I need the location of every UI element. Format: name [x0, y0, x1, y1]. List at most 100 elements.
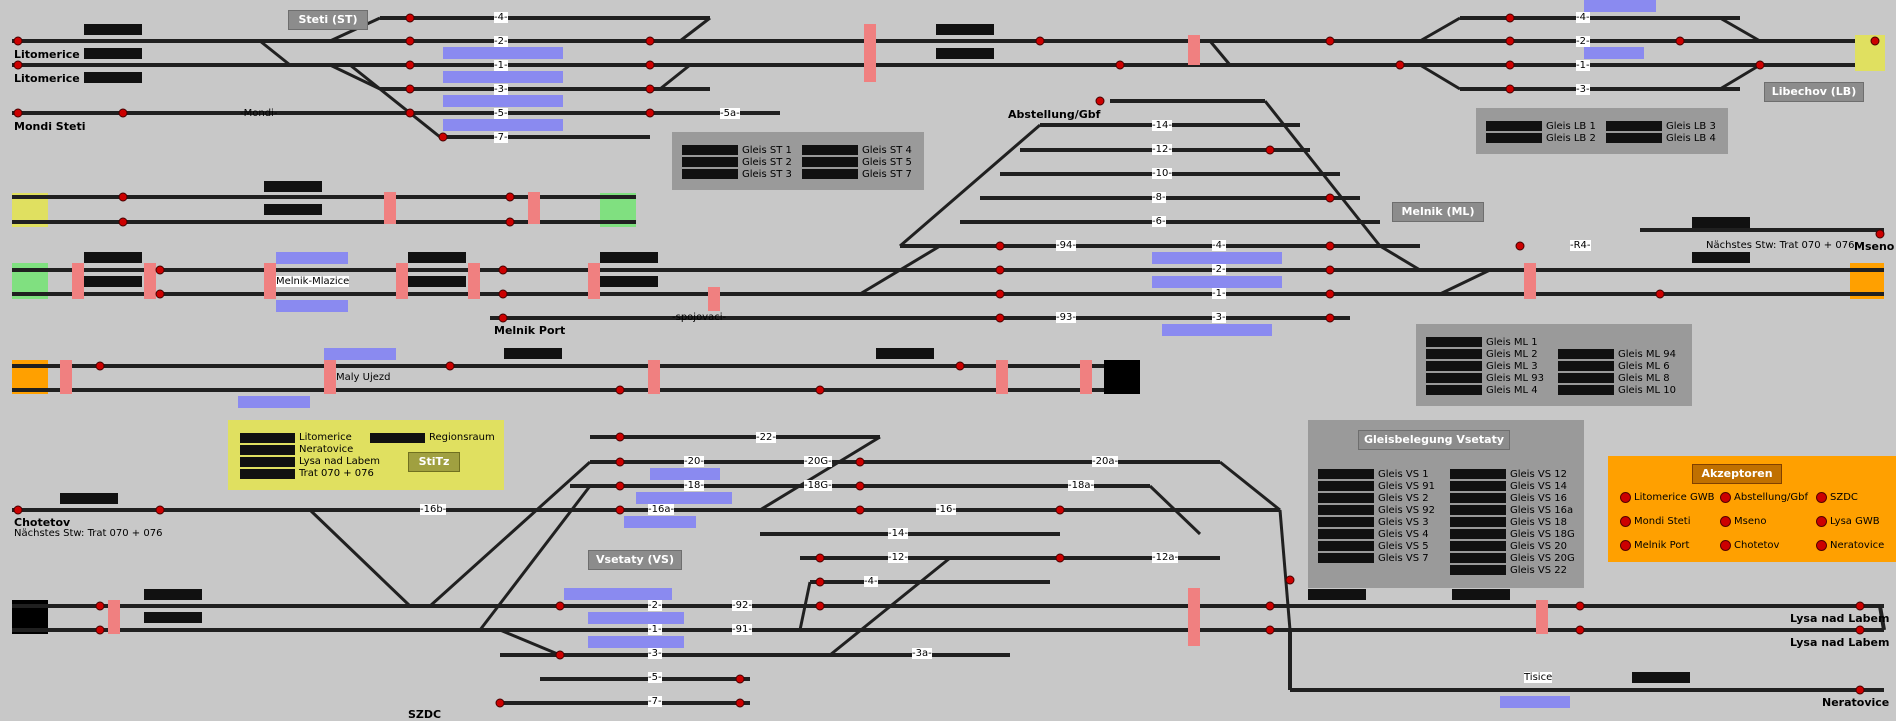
station-chotetov: Chotetov: [14, 516, 71, 529]
track-label: -2-: [494, 36, 508, 47]
panel-stitz: Litomerice Neratovice Lysa nad Labem Tra…: [228, 420, 504, 490]
lamp: [1486, 121, 1542, 131]
stitz-title[interactable]: StiTz: [408, 452, 460, 472]
stitz-region-label[interactable]: Regionsraum: [429, 432, 495, 443]
stitz-item-label[interactable]: Trat 070 + 076: [299, 468, 374, 479]
station-melnik-mlazice: Melnik-Mlazice: [276, 276, 350, 287]
lamp: [1426, 361, 1482, 371]
lamp: [240, 432, 295, 443]
gleis-label[interactable]: Gleis VS 4: [1378, 528, 1429, 540]
gleis-label[interactable]: Gleis ST 4: [862, 144, 912, 156]
gleis-label[interactable]: Gleis VS 16a: [1510, 504, 1574, 516]
acceptor-indicator[interactable]: [1816, 492, 1827, 503]
area-title-steti[interactable]: Steti (ST): [288, 10, 368, 30]
lamp: [1558, 361, 1614, 371]
track-label: -3a-: [912, 648, 932, 659]
gleis-label[interactable]: Gleis ML 10: [1618, 384, 1676, 396]
gleis-label[interactable]: Gleis VS 1: [1378, 468, 1429, 480]
lamp: [802, 169, 858, 179]
area-title-libechov[interactable]: Libechov (LB): [1764, 82, 1864, 102]
acceptor-label: Chotetov: [1734, 540, 1780, 551]
acceptor-indicator[interactable]: [1720, 516, 1731, 527]
station-lysa-1: Lysa nad Labem: [1790, 612, 1890, 625]
lamp: [1426, 385, 1482, 395]
gleis-label[interactable]: Gleis VS 91: [1378, 480, 1435, 492]
lamp: [1450, 481, 1506, 491]
gleis-label[interactable]: Gleis ML 2: [1486, 348, 1538, 360]
gleis-label[interactable]: Gleis ML 3: [1486, 360, 1538, 372]
gleis-label[interactable]: Gleis VS 3: [1378, 516, 1429, 528]
lamp: [1318, 493, 1374, 503]
acceptor-indicator[interactable]: [1816, 540, 1827, 551]
track-label: -1-: [1212, 288, 1226, 299]
area-title-vsetaty[interactable]: Vsetaty (VS): [588, 550, 682, 570]
switch-diagonals: [259, 16, 1761, 657]
track-label: -2-: [648, 600, 662, 611]
lamp: [682, 157, 738, 167]
track-label: -12-: [1152, 144, 1172, 155]
area-title-melnik[interactable]: Melnik (ML): [1392, 202, 1484, 222]
track-label: -18a-: [1068, 480, 1095, 491]
track-label: -1-: [648, 624, 662, 635]
gleis-label[interactable]: Gleis VS 2: [1378, 492, 1429, 504]
stitz-item-label[interactable]: Neratovice: [299, 444, 354, 455]
track-label: -R4-: [1570, 240, 1591, 251]
gleis-label[interactable]: Gleis VS 14: [1510, 480, 1567, 492]
gleis-label[interactable]: Gleis LB 1: [1546, 120, 1596, 132]
gleis-label[interactable]: Gleis VS 18G: [1510, 528, 1575, 540]
gleis-label[interactable]: Gleis VS 22: [1510, 564, 1567, 576]
gleis-label[interactable]: Gleis VS 7: [1378, 552, 1429, 564]
gleis-label[interactable]: Gleis VS 5: [1378, 540, 1429, 552]
next-interlocking-right: Nächstes Stw: Trat 070 + 076: [1706, 240, 1855, 251]
gleis-label[interactable]: Gleis ST 3: [742, 168, 792, 180]
acceptor-indicator[interactable]: [1816, 516, 1827, 527]
station-neratovice: Neratovice: [1822, 696, 1890, 709]
acceptor-indicator[interactable]: [1620, 540, 1631, 551]
gleis-label[interactable]: Gleis LB 3: [1666, 120, 1716, 132]
acceptor-label: Mondi Steti: [1634, 516, 1691, 527]
gleis-label[interactable]: Gleis ML 6: [1618, 360, 1670, 372]
lamp: [802, 145, 858, 155]
track-label: -7-: [494, 132, 508, 143]
gleis-label[interactable]: Gleis ML 93: [1486, 372, 1544, 384]
gleis-label[interactable]: Gleis ST 7: [862, 168, 912, 180]
acceptor-label: Abstellung/Gbf: [1734, 492, 1809, 503]
track-label: -20a-: [1092, 456, 1119, 467]
stitz-item-label[interactable]: Lysa nad Labem: [299, 456, 381, 467]
gleis-label[interactable]: Gleis VS 20G: [1510, 552, 1575, 564]
signals[interactable]: [13, 13, 1885, 708]
gleis-label[interactable]: Gleis ML 8: [1618, 372, 1670, 384]
endpoint-ujezd-black[interactable]: [1104, 360, 1140, 394]
station-maly-ujezd: Maly Ujezd: [336, 372, 391, 383]
gleis-label[interactable]: Gleis ST 5: [862, 156, 912, 168]
acceptor-indicator[interactable]: [1720, 492, 1731, 503]
stitz-item-label[interactable]: Litomerice: [299, 432, 352, 443]
gleis-label[interactable]: Gleis ML 1: [1486, 336, 1538, 348]
gleis-label[interactable]: Gleis ML 4: [1486, 384, 1538, 396]
endpoint-litomerice[interactable]: [1855, 35, 1885, 71]
gleis-label[interactable]: Gleis VS 12: [1510, 468, 1567, 480]
gleis-label[interactable]: Gleis LB 4: [1666, 132, 1716, 144]
gleis-label[interactable]: Gleis VS 16: [1510, 492, 1567, 504]
gleis-label[interactable]: Gleis VS 20: [1510, 540, 1567, 552]
acceptor-indicator[interactable]: [1620, 516, 1631, 527]
gleis-label[interactable]: Gleis VS 92: [1378, 504, 1435, 516]
lamp: [1450, 493, 1506, 503]
gleis-label[interactable]: Gleis ST 1: [742, 144, 792, 156]
panel-steti-gleise: Gleis ST 1 Gleis ST 2 Gleis ST 3 Gleis S…: [672, 132, 924, 190]
acceptor-label: Mseno: [1734, 516, 1767, 527]
acceptor-label: Lysa GWB: [1830, 516, 1880, 527]
track-label: -4-: [1576, 12, 1590, 23]
gleis-label[interactable]: Gleis LB 2: [1546, 132, 1596, 144]
gleis-label[interactable]: Gleis VS 18: [1510, 516, 1567, 528]
gleis-label[interactable]: Gleis ST 2: [742, 156, 792, 168]
track-label: -22-: [756, 432, 776, 443]
acceptor-indicator[interactable]: [1620, 492, 1631, 503]
track-label: -93-: [1056, 312, 1076, 323]
track-label: -10-: [1152, 168, 1172, 179]
station-melnik-port: Melnik Port: [494, 324, 566, 337]
acceptor-indicator[interactable]: [1720, 540, 1731, 551]
station-mseno: Mseno: [1854, 240, 1895, 253]
gleis-label[interactable]: Gleis ML 94: [1618, 348, 1676, 360]
lamp: [1558, 349, 1614, 359]
